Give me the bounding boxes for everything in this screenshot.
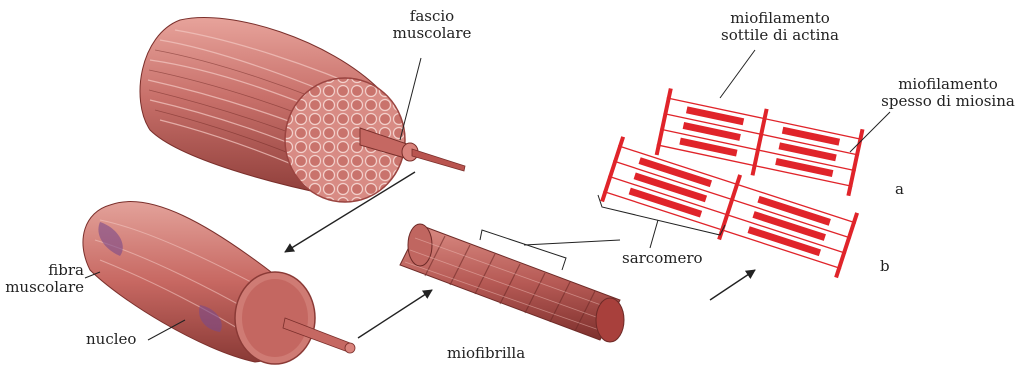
label-fascio-muscolare: fascio muscolare xyxy=(372,8,492,42)
label-fibra-line2: muscolare xyxy=(0,279,84,296)
label-miofilamento-actina: miofilamento sottile di actina xyxy=(700,10,860,44)
label-actina-line1: miofilamento xyxy=(700,10,860,27)
sarcomere-row-a xyxy=(655,88,865,196)
label-row-a: a xyxy=(895,181,904,198)
label-fibra-muscolare: fibra muscolare xyxy=(0,262,84,296)
label-actina-line2: sottile di actina xyxy=(700,27,860,44)
label-fibra-line1: fibra xyxy=(0,262,84,279)
arrow-myofibril-to-sarcomere xyxy=(710,270,755,300)
label-nucleo: nucleo xyxy=(86,331,136,348)
label-sarcomero: sarcomero xyxy=(622,250,703,267)
arrow-fiber-to-myofibril xyxy=(358,290,432,338)
muscle-bundle-illustration xyxy=(140,17,465,202)
label-row-b: b xyxy=(880,258,890,275)
label-miosina-line1: miofilamento xyxy=(868,76,1028,93)
label-miofibrilla: miofibrilla xyxy=(447,345,525,362)
label-fascio-line1: fascio xyxy=(372,8,492,25)
label-miosina-line2: spesso di miosina xyxy=(868,93,1028,110)
label-fascio-line2: muscolare xyxy=(372,25,492,42)
label-miofilamento-miosina: miofilamento spesso di miosina xyxy=(868,76,1028,110)
